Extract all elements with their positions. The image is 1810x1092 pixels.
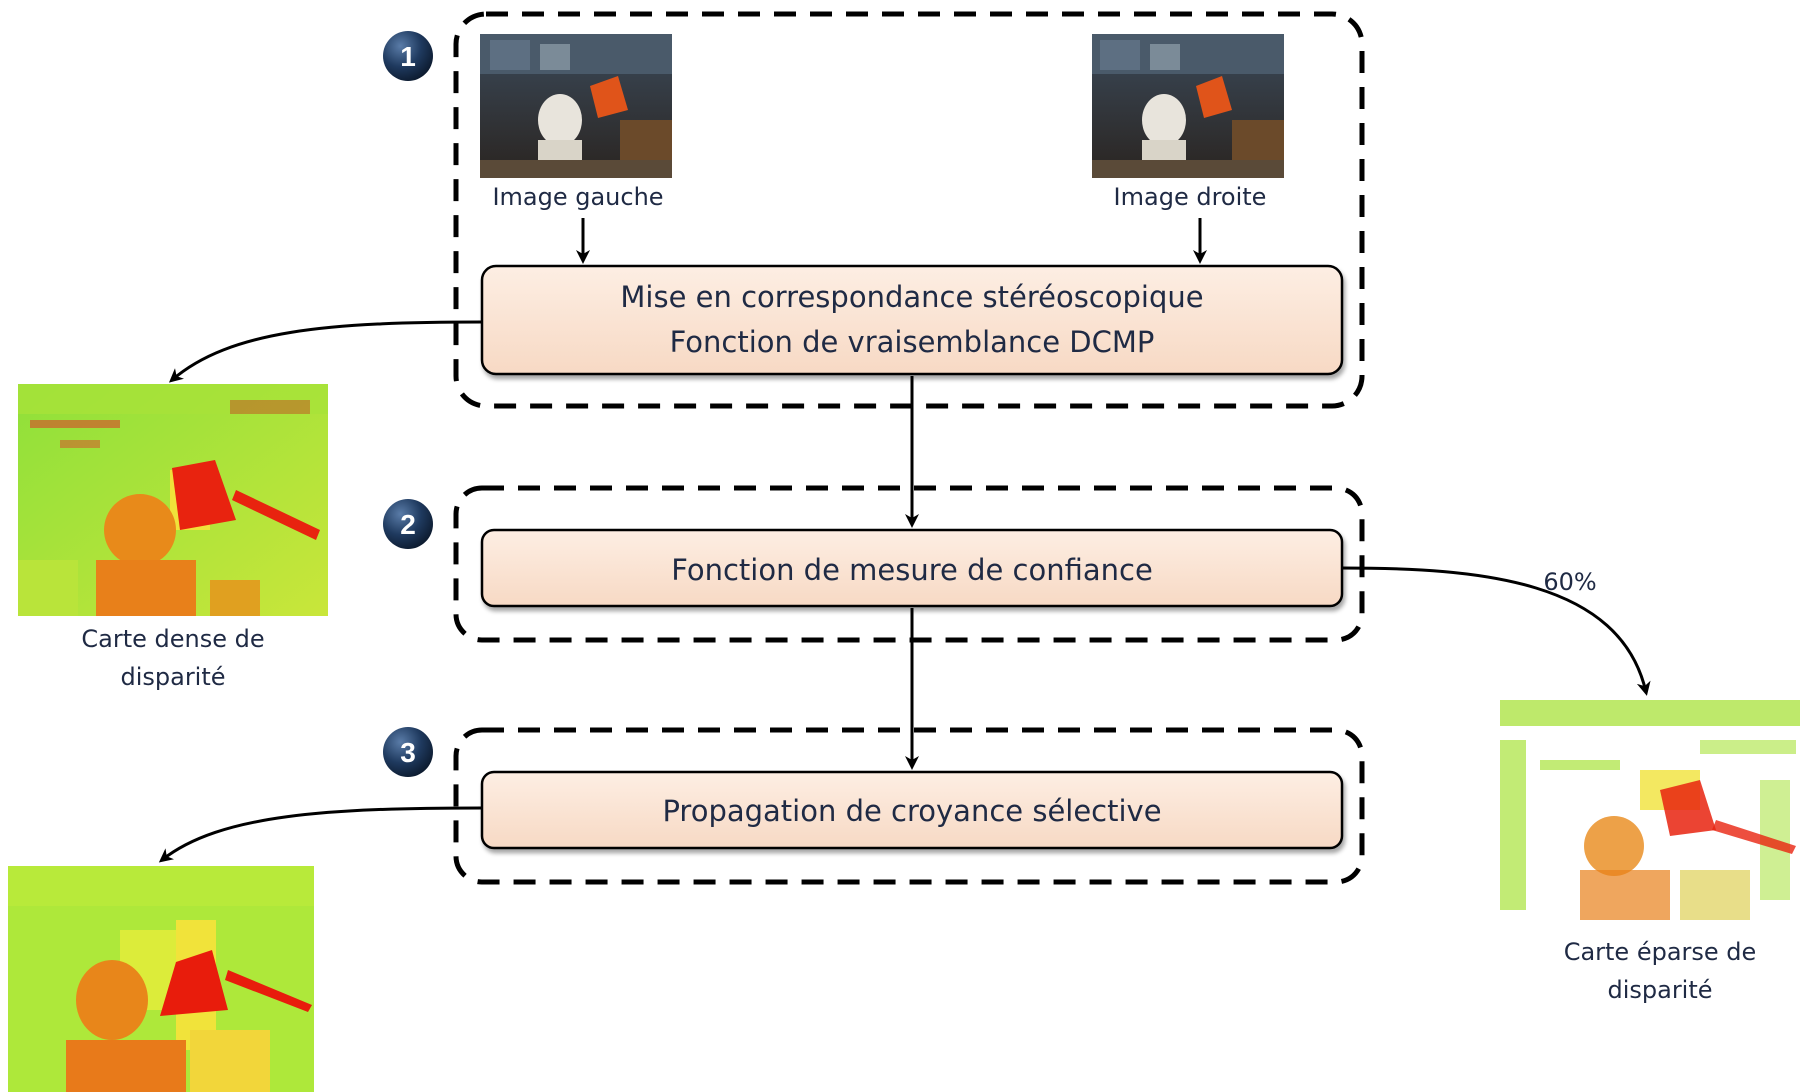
sparse-map-label-line2: disparité	[1607, 976, 1712, 1004]
arrow-propagation-to-final-map	[158, 806, 483, 863]
stage-1-group	[453, 11, 1365, 409]
step-1-badge: 1	[383, 31, 433, 81]
right-stereo-image	[1092, 34, 1284, 178]
sparse-disparity-map	[1496, 696, 1802, 926]
dense-disparity-map	[18, 384, 328, 616]
step-3-badge: 3	[383, 727, 433, 777]
final-disparity-map	[8, 866, 314, 1092]
stage-3-group	[453, 727, 1365, 885]
left-image-label: Image gauche	[492, 183, 663, 211]
stage-2-group	[453, 485, 1365, 643]
arrow-matching-to-dense-map	[168, 320, 483, 383]
belief-propagation-box	[480, 770, 1344, 850]
step-2-badge: 2	[383, 499, 433, 549]
belief-propagation-label: Propagation de croyance sélective	[662, 794, 1161, 828]
sparse-percentage-label: 60%	[1543, 568, 1596, 596]
stereo-matching-label-line1: Mise en correspondance stéréoscopique	[620, 280, 1203, 314]
svg-text:2: 2	[400, 509, 416, 540]
sparse-map-label-line1: Carte éparse de	[1564, 938, 1757, 966]
arrow-confidence-to-sparse-map	[1341, 566, 1651, 696]
svg-text:3: 3	[400, 737, 416, 768]
svg-text:1: 1	[400, 41, 416, 72]
stereo-matching-label-line2: Fonction de vraisemblance DCMP	[670, 325, 1155, 359]
confidence-measure-label: Fonction de mesure de confiance	[671, 553, 1153, 587]
dense-map-label-line2: disparité	[120, 663, 225, 691]
stereo-matching-box	[480, 264, 1344, 376]
left-stereo-image	[480, 34, 672, 178]
right-image-label: Image droite	[1114, 183, 1267, 211]
dense-map-label-line1: Carte dense de	[81, 625, 264, 653]
